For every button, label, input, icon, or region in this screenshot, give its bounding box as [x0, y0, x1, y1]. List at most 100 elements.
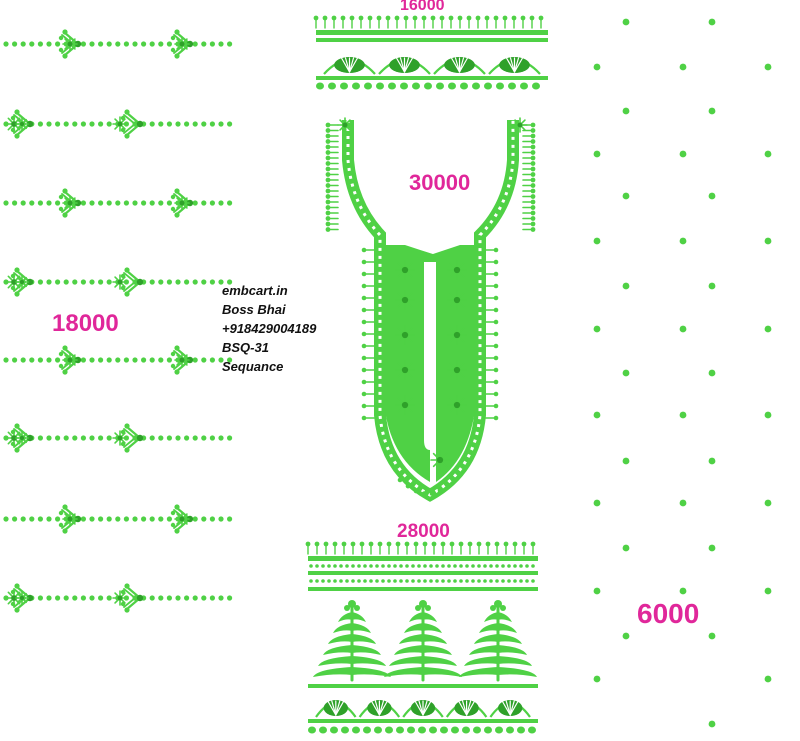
left-lines-stitch-count: 18000	[52, 310, 119, 337]
sequin-dot	[708, 282, 716, 290]
sequin-dot	[708, 457, 716, 465]
sequin-line	[3, 504, 233, 534]
sequin-dot	[593, 587, 601, 595]
sequin-line	[3, 345, 233, 375]
flower-motif	[174, 36, 190, 52]
arrow-motif	[170, 345, 194, 375]
flower-motif	[62, 511, 78, 527]
flower-motif	[395, 260, 415, 280]
flower-motif	[174, 352, 190, 368]
sequin-dot	[708, 18, 716, 26]
flower-motif	[174, 511, 190, 527]
sequin-dot	[679, 237, 687, 245]
sequin-line	[3, 188, 233, 218]
sequin-line	[3, 109, 233, 139]
sequin-dot	[593, 675, 601, 683]
flower-motif	[112, 590, 128, 606]
sequin-dot	[764, 675, 772, 683]
top-border-design	[313, 15, 548, 90]
flower-motif	[62, 352, 78, 368]
bottom-border-design	[305, 541, 538, 734]
sequin-dot	[679, 411, 687, 419]
flower-motif	[447, 395, 467, 415]
flower-motif	[15, 431, 29, 445]
sequin-line	[3, 267, 233, 297]
sequin-dot	[764, 63, 772, 71]
flower-motif	[447, 260, 467, 280]
sequin-dot	[622, 544, 630, 552]
neck-right-panel	[430, 245, 475, 482]
arrow-motif	[120, 583, 144, 613]
flower-motif	[395, 395, 415, 415]
flower-motif	[447, 325, 467, 345]
flower-motif	[112, 274, 128, 290]
sequin-dot	[622, 192, 630, 200]
flower-motif	[512, 117, 528, 133]
flower-motif	[447, 290, 467, 310]
arrow-motif	[170, 188, 194, 218]
sequin-dot	[708, 369, 716, 377]
phone-number: +918429004189	[222, 321, 317, 336]
sequin-dot	[593, 63, 601, 71]
sequin-dot	[764, 237, 772, 245]
neck-center-slit	[424, 262, 436, 450]
flower-motif	[112, 116, 128, 132]
sequin-dot	[593, 237, 601, 245]
flower-motif	[15, 591, 29, 605]
flower-motif	[62, 36, 78, 52]
arrow-motif	[120, 423, 144, 453]
website-text: embcart.in	[222, 283, 288, 298]
sequin-dot	[708, 192, 716, 200]
sequin-dot	[708, 107, 716, 115]
designer-name: Boss Bhai	[222, 302, 286, 317]
sequin-dot	[622, 18, 630, 26]
sequin-dot	[708, 544, 716, 552]
sequin-dot	[708, 720, 716, 728]
sequin-line	[3, 423, 233, 453]
tree-motif	[384, 600, 462, 682]
top-border-stitch-count: 16000	[400, 0, 445, 14]
sequin-dot	[764, 587, 772, 595]
arrow-motif	[58, 29, 82, 59]
design-code: BSQ-31	[222, 340, 269, 355]
flower-motif	[112, 430, 128, 446]
sequin-dot	[622, 369, 630, 377]
flower-motif	[62, 195, 78, 211]
design-type: Sequance	[222, 359, 284, 374]
sequin-dot	[622, 107, 630, 115]
sequin-dot	[593, 325, 601, 333]
sequin-dot	[622, 632, 630, 640]
flower-motif	[395, 325, 415, 345]
sequin-dot	[764, 150, 772, 158]
sequin-dot	[679, 325, 687, 333]
sequin-dot	[593, 150, 601, 158]
sequin-dot	[593, 411, 601, 419]
sequin-dot	[679, 150, 687, 158]
sequin-dot	[622, 457, 630, 465]
flower-motif	[447, 360, 467, 380]
sequin-dot	[679, 587, 687, 595]
neck-stitch-count: 30000	[409, 170, 471, 195]
sequin-dot	[679, 63, 687, 71]
flower-motif	[337, 117, 353, 133]
dots-stitch-count: 6000	[637, 598, 700, 629]
flower-motif	[430, 450, 450, 470]
sequin-line	[3, 29, 233, 59]
sequin-dot	[764, 499, 772, 507]
tree-motif	[313, 600, 391, 682]
tree-motif	[459, 600, 537, 682]
sequin-dot	[764, 325, 772, 333]
design-info-block: embcart.in Boss Bhai +918429004189 BSQ-3…	[222, 281, 316, 376]
sequin-dot	[593, 499, 601, 507]
sequin-dot	[708, 632, 716, 640]
dot-butti-pattern	[593, 18, 772, 728]
flower-motif	[395, 290, 415, 310]
flower-motif	[395, 360, 415, 380]
flower-motif	[174, 195, 190, 211]
left-sequin-lines	[3, 29, 233, 613]
sequin-dot	[679, 499, 687, 507]
arrow-motif	[120, 109, 144, 139]
sequin-dot	[764, 411, 772, 419]
flower-motif	[15, 117, 29, 131]
